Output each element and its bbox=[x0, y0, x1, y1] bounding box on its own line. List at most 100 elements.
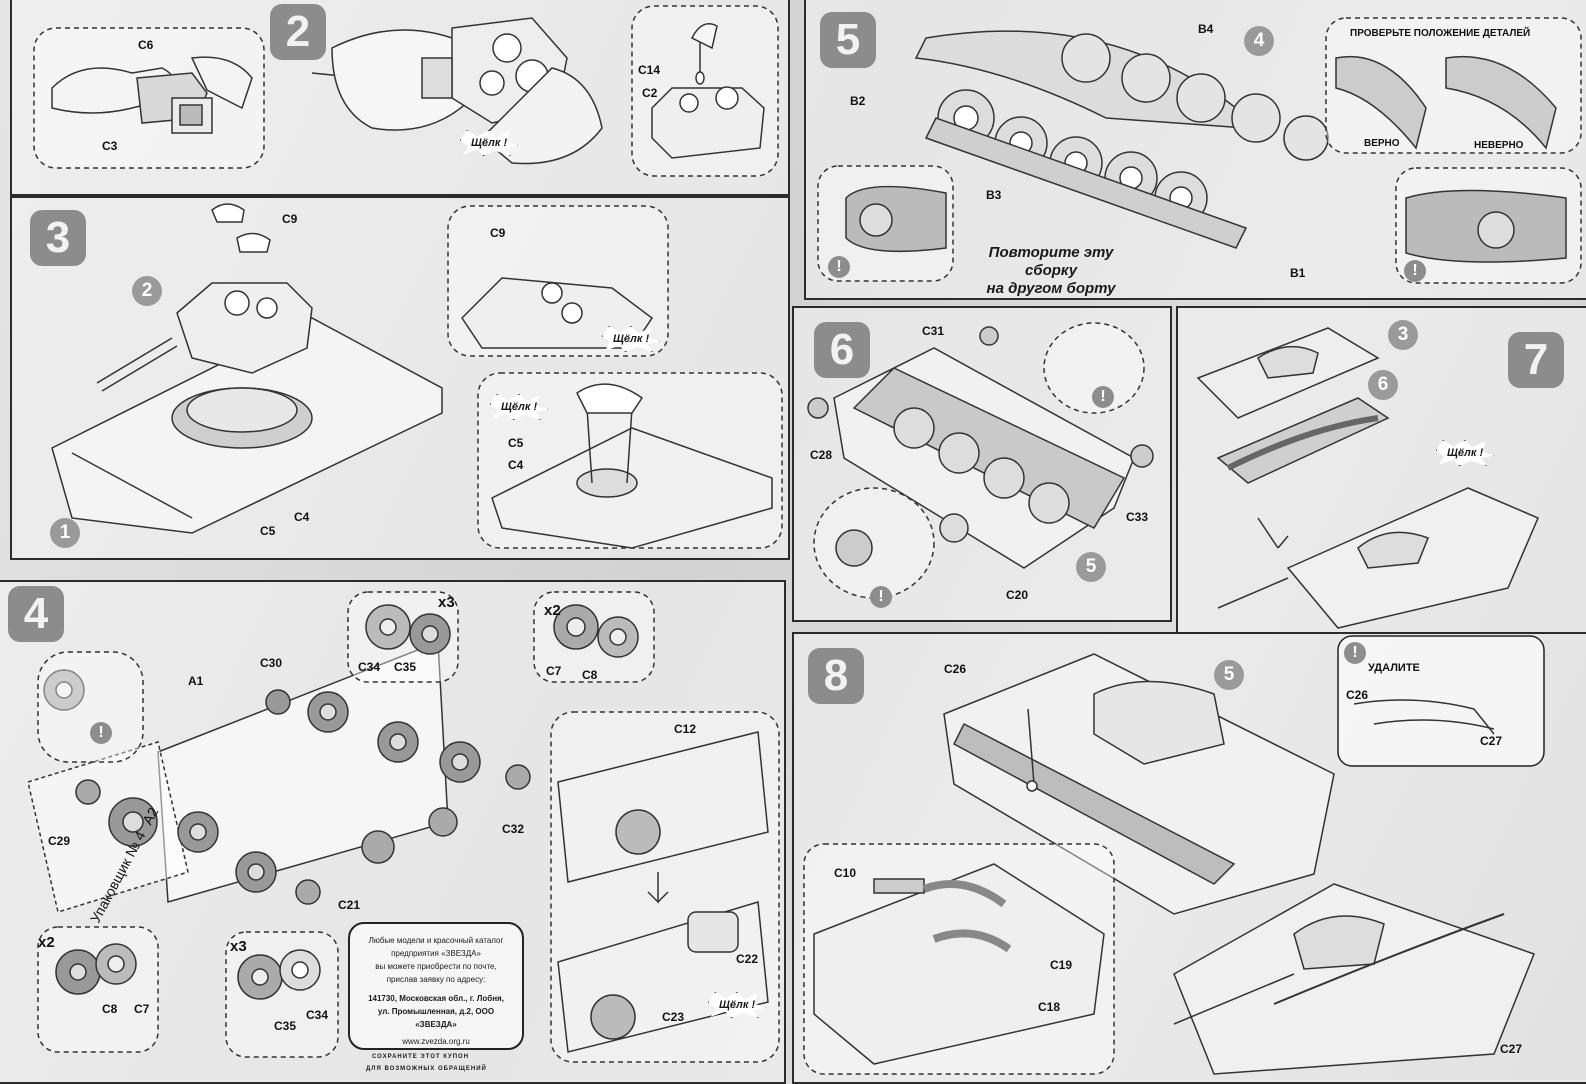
part-label-c2: C2 bbox=[642, 86, 658, 100]
part-label-c34-bottom: C34 bbox=[306, 1008, 329, 1022]
catalog-coupon: Любые модели и красочный каталог предпри… bbox=[348, 922, 524, 1050]
part-label-c32: C32 bbox=[502, 822, 525, 836]
multiplier-x2-bottom: x2 bbox=[38, 934, 55, 951]
part-label-c5-detail: C5 bbox=[508, 436, 524, 450]
part-label-c14: C14 bbox=[638, 63, 661, 77]
click-callout: Щёлк ! bbox=[602, 326, 661, 352]
part-label-c35-bottom: C35 bbox=[274, 1019, 297, 1033]
part-label-c27: C27 bbox=[1500, 1042, 1523, 1056]
part-label-c26-detail: C26 bbox=[1346, 688, 1369, 702]
subassembly-badge-2: 2 bbox=[132, 276, 162, 306]
step-number: 6 bbox=[814, 322, 870, 378]
coupon-line-1: Любые модели и красочный каталог bbox=[368, 936, 504, 945]
step-7-panel: 7 3 6 Щёлк ! bbox=[1176, 306, 1586, 634]
coupon-line-5: 141730, Московская обл., г. Лобня, bbox=[368, 994, 504, 1003]
part-label-c30: C30 bbox=[260, 656, 283, 670]
subassembly-badge-5: 5 bbox=[1214, 660, 1244, 690]
step-5-panel: 5 B4 B2 B3 B1 4 ПРОВЕРЬТЕ ПОЛОЖЕНИЕ ДЕТА… bbox=[804, 0, 1586, 300]
warning-icon: ! bbox=[1092, 386, 1114, 408]
warning-icon: ! bbox=[1344, 642, 1366, 664]
part-label-c34: C34 bbox=[358, 660, 381, 674]
part-label-c35: C35 bbox=[394, 660, 417, 674]
part-label-c33: C33 bbox=[1126, 510, 1149, 524]
step-number: 3 bbox=[30, 210, 86, 266]
repeat-line-2: на другом борту bbox=[986, 280, 1116, 297]
repeat-line-1: Повторите эту сборку bbox=[988, 244, 1114, 279]
subassembly-badge-3: 3 bbox=[1388, 320, 1418, 350]
part-label-c8-bottom: C8 bbox=[102, 1002, 118, 1016]
coupon-line-4: прислав заявку по адресу: bbox=[386, 975, 486, 984]
repeat-other-side-note: Повторите эту сборку на другом борту bbox=[966, 244, 1136, 298]
part-label-c8: C8 bbox=[582, 668, 598, 682]
part-label-c4-detail: C4 bbox=[508, 458, 524, 472]
click-callout: Щёлк ! bbox=[708, 992, 767, 1018]
step-8-drawing bbox=[803, 635, 1545, 1075]
coupon-line-6: ул. Промышленная, д.2, ООО «ЗВЕЗДА» bbox=[377, 1007, 495, 1029]
warning-icon: ! bbox=[828, 256, 850, 278]
part-label-c21: C21 bbox=[338, 898, 361, 912]
step-number: 5 bbox=[820, 12, 876, 68]
part-label-c3: C3 bbox=[102, 139, 118, 153]
part-label-b2: B2 bbox=[850, 94, 866, 108]
coupon-note-1: СОХРАНИТЕ ЭТОТ КУПОН bbox=[372, 1054, 470, 1060]
step-2-drawing bbox=[33, 5, 779, 177]
step-3-panel: 3 C9 C9 C5 C4 C5 C4 2 1 Щёлк ! Щёлк ! bbox=[10, 196, 790, 560]
step-6-panel: 6 C31 C28 C33 C20 5 ! ! bbox=[792, 306, 1172, 622]
step-5-drawing bbox=[817, 17, 1582, 284]
warning-icon: ! bbox=[90, 722, 112, 744]
remove-instruction: УДАЛИТЕ bbox=[1368, 662, 1420, 674]
part-label-c20: C20 bbox=[1006, 588, 1029, 602]
multiplier-x3-top: x3 bbox=[438, 594, 455, 611]
coupon-note-2: ДЛЯ ВОЗМОЖНЫХ ОБРАЩЕНИЙ bbox=[366, 1066, 487, 1072]
part-label-c4: C4 bbox=[294, 510, 310, 524]
step-2-panel: 2 C6 C3 C14 C2 Щёлк ! bbox=[10, 0, 790, 196]
part-label-c9-detail: C9 bbox=[490, 226, 506, 240]
part-label-c27-detail: C27 bbox=[1480, 734, 1503, 748]
step-8-panel: 8 C26 C26 C27 C27 C10 C19 C18 5 УДАЛИТЕ … bbox=[792, 632, 1586, 1084]
step-7-drawing bbox=[1196, 327, 1539, 629]
part-label-a1: A1 bbox=[188, 674, 204, 688]
wrong-label: НЕВЕРНО bbox=[1474, 140, 1524, 151]
part-label-c7: C7 bbox=[546, 664, 562, 678]
step-4-panel: 4 A1 C30 C29 C32 C21 C34 C35 C7 C8 C8 C7… bbox=[0, 580, 786, 1084]
part-label-c29: C29 bbox=[48, 834, 71, 848]
part-label-c28: C28 bbox=[810, 448, 833, 462]
correct-label: ВЕРНО bbox=[1364, 138, 1400, 149]
subassembly-badge-4: 4 bbox=[1244, 26, 1274, 56]
subassembly-badge-1: 1 bbox=[50, 518, 80, 548]
step-6-drawing bbox=[807, 322, 1154, 599]
subassembly-badge-5: 5 bbox=[1076, 552, 1106, 582]
step-4-drawing bbox=[27, 591, 780, 1063]
step-number: 7 bbox=[1508, 332, 1564, 388]
coupon-line-7: www.zvezda.org.ru bbox=[402, 1037, 470, 1046]
step-number: 2 bbox=[270, 4, 326, 60]
part-label-c26: C26 bbox=[944, 662, 967, 676]
subassembly-badge-6: 6 bbox=[1368, 370, 1398, 400]
warning-icon-2: ! bbox=[870, 586, 892, 608]
click-callout-detail: Щёлк ! bbox=[490, 394, 549, 420]
part-label-c19: C19 bbox=[1050, 958, 1073, 972]
part-label-c23: C23 bbox=[662, 1010, 685, 1024]
multiplier-x3-bottom: x3 bbox=[230, 938, 247, 955]
part-label-c12: C12 bbox=[674, 722, 697, 736]
part-label-c31: C31 bbox=[922, 324, 945, 338]
step-3-drawing bbox=[51, 203, 783, 549]
warning-icon-2: ! bbox=[1404, 260, 1426, 282]
part-label-b3: B3 bbox=[986, 188, 1002, 202]
part-label-c10: C10 bbox=[834, 866, 857, 880]
coupon-line-2: предприятия «ЗВЕЗДА» bbox=[391, 949, 481, 958]
part-label-c6: C6 bbox=[138, 38, 154, 52]
part-label-c22: C22 bbox=[736, 952, 759, 966]
part-label-c7-bottom: C7 bbox=[134, 1002, 150, 1016]
part-label-c5: C5 bbox=[260, 524, 276, 538]
part-label-c18: C18 bbox=[1038, 1000, 1061, 1014]
step-number: 8 bbox=[808, 648, 864, 704]
part-label-b4: B4 bbox=[1198, 22, 1214, 36]
multiplier-x2-top: x2 bbox=[544, 602, 561, 619]
step-number: 4 bbox=[8, 586, 64, 642]
check-position-title: ПРОВЕРЬТЕ ПОЛОЖЕНИЕ ДЕТАЛЕЙ bbox=[1350, 28, 1531, 39]
part-label-b1: B1 bbox=[1290, 266, 1306, 280]
part-label-c9: C9 bbox=[282, 212, 298, 226]
coupon-line-3: вы можете приобрести по почте, bbox=[375, 962, 497, 971]
